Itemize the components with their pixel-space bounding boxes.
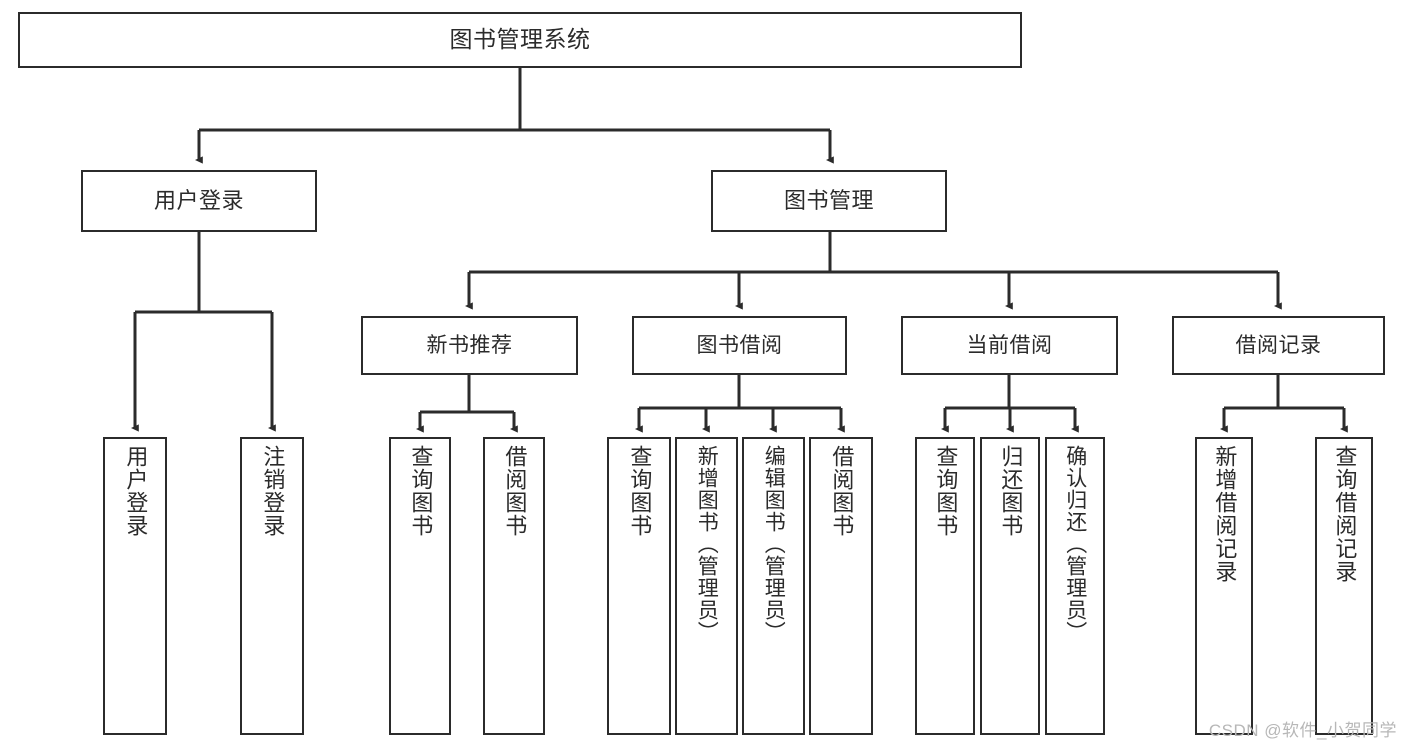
leaf-edit-book-admin[interactable]: 编辑图书（管理员） [742,437,805,735]
node-label: 新书推荐 [426,333,513,357]
node-label: 编辑图书（管理员） [762,445,786,643]
leaf-user-login[interactable]: 用户登录 [103,437,167,735]
node-label: 查询借阅记录 [1332,445,1358,583]
node-label: 借阅记录 [1235,333,1322,357]
node-label: 注销登录 [260,445,286,537]
node-label: 查询图书 [627,445,653,537]
node-label: 查询图书 [408,445,434,537]
node-label: 用户登录 [123,445,149,537]
node-label: 当前借阅 [966,333,1053,357]
node-current-borrow[interactable]: 当前借阅 [901,316,1118,375]
node-label: 新增借阅记录 [1212,445,1238,583]
node-new-book-recommend[interactable]: 新书推荐 [361,316,578,375]
watermark-text: CSDN @软件_小贺同学 [1208,721,1397,740]
leaf-borrow-book-recommend[interactable]: 借阅图书 [483,437,545,735]
leaf-add-book-admin[interactable]: 新增图书（管理员） [675,437,738,735]
node-label: 确认归还（管理员） [1063,445,1087,643]
node-book-management[interactable]: 图书管理 [711,170,947,232]
leaf-borrow-book[interactable]: 借阅图书 [809,437,873,735]
node-root-system[interactable]: 图书管理系统 [18,12,1022,68]
node-label: 借阅图书 [829,445,855,537]
node-label: 用户登录 [153,187,244,213]
node-borrow-record[interactable]: 借阅记录 [1172,316,1385,375]
node-label: 图书管理系统 [449,26,591,53]
leaf-confirm-return-admin[interactable]: 确认归还（管理员） [1045,437,1105,735]
leaf-logout-login[interactable]: 注销登录 [240,437,304,735]
node-book-borrow[interactable]: 图书借阅 [632,316,847,375]
leaf-query-borrow-record[interactable]: 查询借阅记录 [1315,437,1373,735]
leaf-return-book[interactable]: 归还图书 [980,437,1040,735]
leaf-query-book-borrow[interactable]: 查询图书 [607,437,671,735]
leaf-query-book-recommend[interactable]: 查询图书 [389,437,451,735]
leaf-add-borrow-record[interactable]: 新增借阅记录 [1195,437,1253,735]
node-label: 新增图书（管理员） [695,445,719,643]
node-user-login[interactable]: 用户登录 [81,170,317,232]
node-label: 图书借阅 [696,333,783,357]
node-label: 借阅图书 [502,445,528,537]
leaf-query-book-current[interactable]: 查询图书 [915,437,975,735]
node-label: 归还图书 [998,445,1024,537]
node-label: 图书管理 [783,187,874,213]
node-label: 查询图书 [933,445,959,537]
